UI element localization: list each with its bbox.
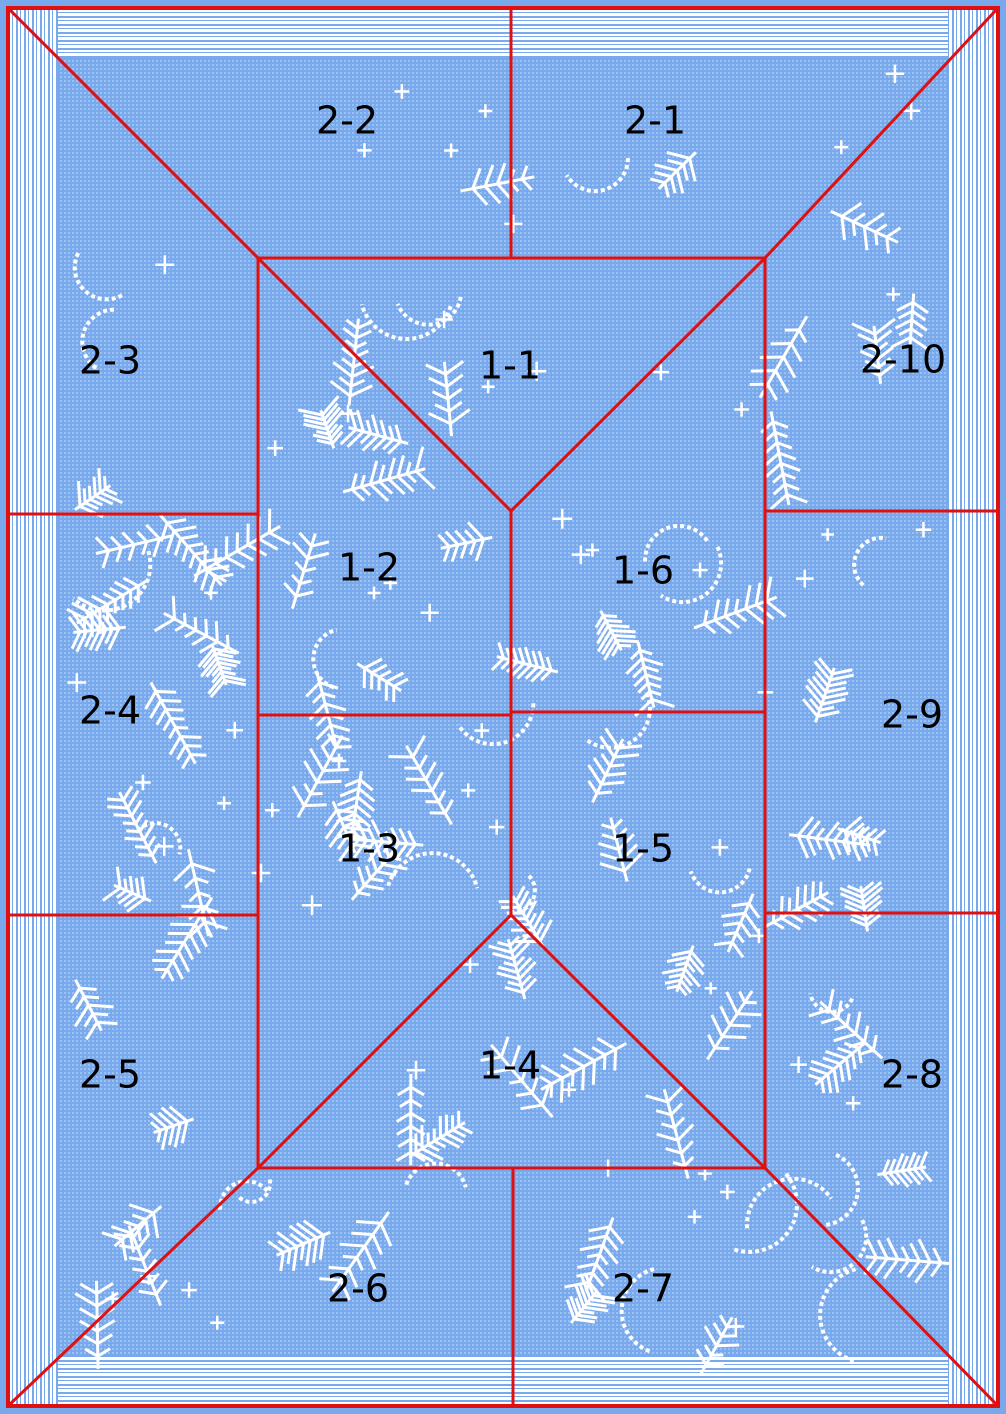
section-label-2-5: 2-5 bbox=[79, 1053, 141, 1097]
section-label-2-8: 2-8 bbox=[881, 1053, 943, 1097]
section-label-2-2: 2-2 bbox=[316, 99, 378, 143]
section-label-1-4: 1-4 bbox=[479, 1044, 541, 1088]
section-label-2-10: 2-10 bbox=[860, 338, 946, 382]
section-label-2-1: 2-1 bbox=[624, 99, 686, 143]
section-label-2-9: 2-9 bbox=[881, 693, 943, 737]
section-label-2-4: 2-4 bbox=[79, 689, 141, 733]
section-label-1-2: 1-2 bbox=[338, 546, 400, 590]
section-label-1-3: 1-3 bbox=[338, 827, 400, 871]
section-label-1-5: 1-5 bbox=[612, 827, 674, 871]
section-label-2-3: 2-3 bbox=[79, 339, 141, 383]
section-label-2-7: 2-7 bbox=[612, 1267, 674, 1311]
section-label-1-1: 1-1 bbox=[479, 344, 541, 388]
section-label-1-6: 1-6 bbox=[612, 549, 674, 593]
section-label-2-6: 2-6 bbox=[327, 1267, 389, 1311]
field-texture bbox=[58, 58, 948, 1356]
